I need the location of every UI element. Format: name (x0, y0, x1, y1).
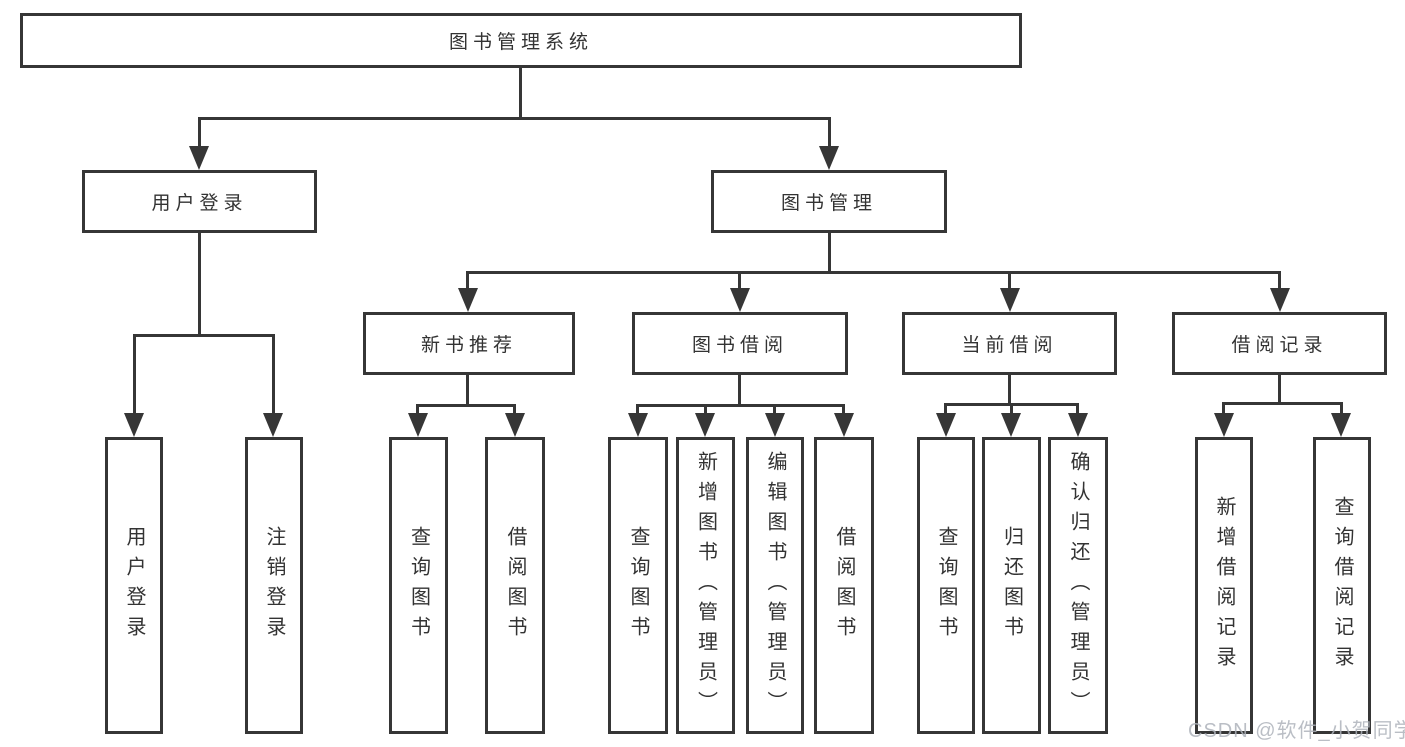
leaf-borrow-books-label: 借阅图书 (833, 525, 855, 646)
connector-line (842, 404, 845, 416)
arrow-down-icon (1068, 413, 1088, 437)
connector-bookborrow-horizontal (636, 404, 845, 407)
connector-line (773, 404, 776, 416)
connector-currentborrow-stub (1008, 375, 1011, 406)
connector-line (1222, 402, 1225, 416)
node-new-book-recommendation: 新书推荐 (363, 312, 575, 375)
leaf-return-books: 归还图书 (982, 437, 1041, 734)
arrow-down-icon (1001, 413, 1021, 437)
node-book-management-label: 图书管理 (780, 193, 877, 214)
connector-line (1076, 403, 1079, 416)
leaf-borrow-books-recommend-label: 借阅图书 (504, 525, 526, 646)
arrow-down-icon (628, 413, 648, 437)
arrow-down-icon (1270, 288, 1290, 312)
node-library-system-label: 图书管理系统 (448, 32, 593, 53)
arrow-down-icon (936, 413, 956, 437)
connector-line (466, 271, 469, 291)
arrow-down-icon (505, 413, 525, 437)
connector-userlogin-stub (198, 233, 201, 336)
leaf-logout: 注销登录 (245, 437, 303, 734)
connector-line (636, 404, 639, 416)
leaf-confirm-return-admin: 确认归还（管理员） (1048, 437, 1108, 734)
node-borrowing-records-label: 借阅记录 (1231, 335, 1328, 356)
connector-level1-horizontal (198, 117, 831, 120)
leaf-query-borrow-record: 查询借阅记录 (1313, 437, 1371, 734)
connector-records-stub (1278, 375, 1281, 405)
leaf-query-books-current-label: 查询图书 (935, 525, 957, 646)
node-current-borrowing: 当前借阅 (902, 312, 1117, 375)
leaf-query-books-borrow-label: 查询图书 (627, 525, 649, 646)
arrow-down-icon (124, 413, 144, 437)
connector-bookborrow-stub (738, 375, 741, 407)
arrow-down-icon (819, 146, 839, 170)
leaf-confirm-return-admin-label: 确认归还（管理员） (1067, 450, 1089, 721)
node-book-management: 图书管理 (711, 170, 947, 233)
arrow-down-icon (458, 288, 478, 312)
connector-line (738, 271, 741, 291)
arrow-down-icon (730, 288, 750, 312)
leaf-return-books-label: 归还图书 (1000, 525, 1023, 646)
connector-line (416, 404, 419, 416)
connector-line (1340, 402, 1343, 416)
connector-line (1008, 271, 1011, 291)
connector-newbook-horizontal (416, 404, 516, 407)
arrow-down-icon (1331, 413, 1351, 437)
node-borrowing-records: 借阅记录 (1172, 312, 1387, 375)
leaf-logout-label: 注销登录 (263, 525, 285, 646)
leaf-add-borrow-record-label: 新增借阅记录 (1213, 495, 1235, 676)
leaf-add-books-admin-label: 新增图书（管理员） (694, 450, 717, 721)
leaf-query-books-current: 查询图书 (917, 437, 975, 734)
arrow-down-icon (1000, 288, 1020, 312)
leaf-add-books-admin: 新增图书（管理员） (676, 437, 735, 734)
connector-records-horizontal (1222, 402, 1343, 405)
connector-userlogin-horizontal (133, 334, 275, 337)
connector-line (133, 334, 136, 416)
node-library-system: 图书管理系统 (20, 13, 1022, 68)
arrow-down-icon (263, 413, 283, 437)
leaf-query-books-borrow: 查询图书 (608, 437, 668, 734)
leaf-borrow-books-recommend: 借阅图书 (485, 437, 545, 734)
connector-bookmgmt-stub (828, 233, 831, 273)
connector-line (272, 334, 275, 416)
leaf-add-borrow-record: 新增借阅记录 (1195, 437, 1253, 734)
connector-line (1278, 271, 1281, 291)
leaf-edit-books-admin: 编辑图书（管理员） (746, 437, 804, 734)
connector-newbook-stub (466, 375, 469, 407)
leaf-user-login: 用户登录 (105, 437, 163, 734)
node-user-login-label: 用户登录 (151, 193, 248, 214)
node-book-borrowing-label: 图书借阅 (691, 335, 788, 356)
leaf-query-books-recommend: 查询图书 (389, 437, 448, 734)
arrow-down-icon (765, 413, 785, 437)
node-new-book-recommendation-label: 新书推荐 (420, 335, 517, 356)
arrow-down-icon (189, 146, 209, 170)
connector-line (704, 404, 707, 416)
connector-root-stub (519, 68, 522, 118)
node-current-borrowing-label: 当前借阅 (961, 335, 1058, 356)
arrow-down-icon (408, 413, 428, 437)
connector-line (944, 403, 947, 416)
connector-line (828, 117, 831, 149)
arrow-down-icon (834, 413, 854, 437)
arrow-down-icon (1214, 413, 1234, 437)
leaf-user-login-label: 用户登录 (123, 525, 145, 646)
leaf-query-borrow-record-label: 查询借阅记录 (1331, 495, 1353, 676)
leaf-edit-books-admin-label: 编辑图书（管理员） (764, 450, 786, 721)
connector-line (513, 404, 516, 416)
watermark: CSDN @软件_小贺同学 (1188, 720, 1405, 742)
leaf-borrow-books: 借阅图书 (814, 437, 874, 734)
node-book-borrowing: 图书借阅 (632, 312, 848, 375)
leaf-query-books-recommend-label: 查询图书 (407, 525, 430, 646)
node-user-login: 用户登录 (82, 170, 317, 233)
connector-line (1010, 403, 1013, 416)
connector-line (198, 117, 201, 149)
connector-bookmgmt-horizontal (466, 271, 1281, 274)
arrow-down-icon (695, 413, 715, 437)
